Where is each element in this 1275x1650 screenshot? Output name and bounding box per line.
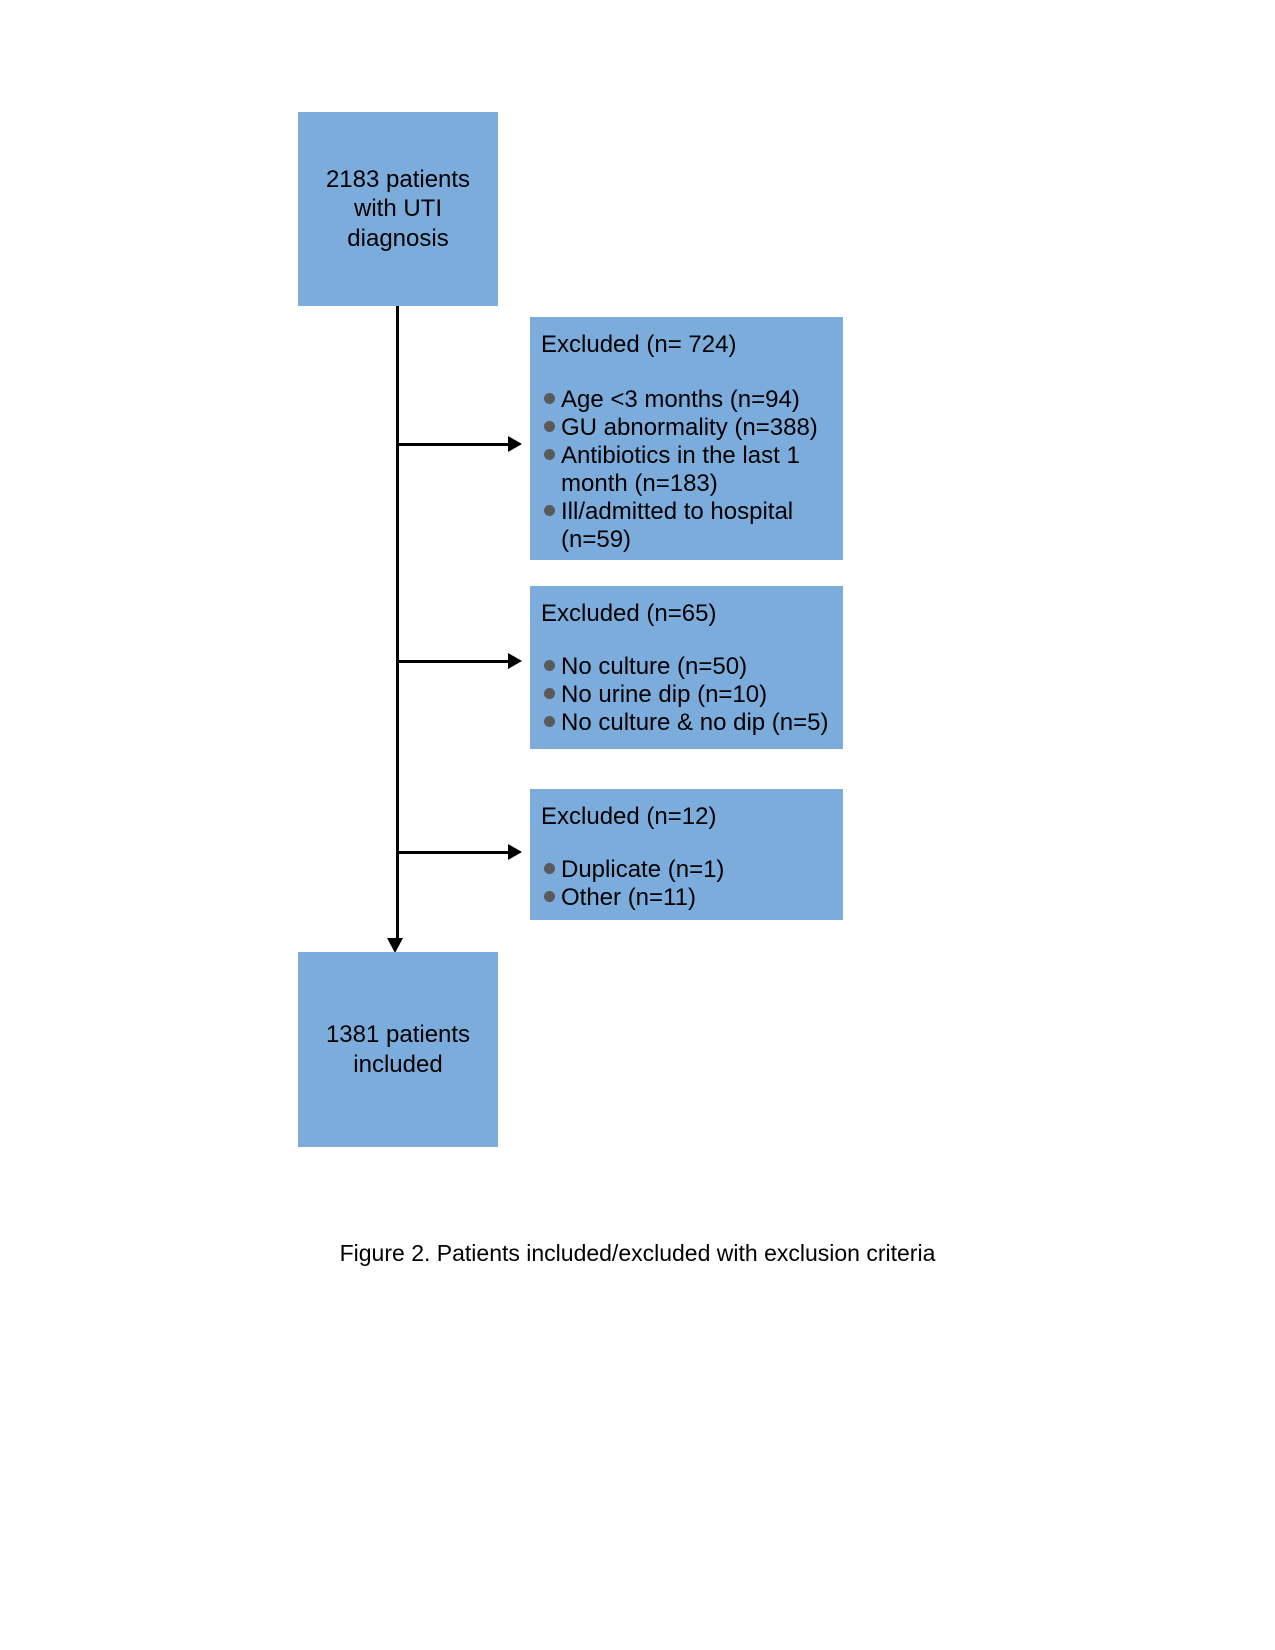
- arrowhead-right-2: [508, 653, 522, 669]
- reason-label: Ill/admitted to hospital (n=59): [561, 498, 794, 554]
- bullet-icon: [544, 687, 555, 699]
- excluded-3-title: Excluded (n=12): [541, 803, 717, 830]
- list-item: Duplicate (n=1): [543, 856, 843, 884]
- connector-branch-1: [396, 443, 511, 446]
- excluded-2-title: Excluded (n=65): [541, 600, 717, 627]
- excluded-1-title: Excluded (n= 724): [541, 331, 737, 358]
- node-included-label: 1381 patients included: [325, 1021, 471, 1078]
- excluded-1-reason-list: Age <3 months (n=94) GU abnormality (n=3…: [530, 386, 843, 554]
- list-item: Ill/admitted to hospital (n=59): [543, 498, 843, 554]
- arrowhead-right-3: [508, 844, 522, 860]
- connector-branch-2: [396, 660, 511, 663]
- figure-caption: Figure 2. Patients included/excluded wit…: [339, 1240, 936, 1266]
- bullet-icon: [544, 392, 555, 404]
- excluded-2-reason-list: No culture (n=50) No urine dip (n=10) No…: [530, 653, 843, 737]
- list-item: GU abnormality (n=388): [543, 414, 843, 442]
- list-item: Other (n=11): [543, 884, 843, 912]
- list-item: Antibiotics in the last 1 month (n=183): [543, 442, 843, 498]
- reason-label: Antibiotics in the last 1 month (n=183): [561, 441, 800, 498]
- arrowhead-right-1: [508, 436, 522, 452]
- bullet-icon: [544, 659, 555, 671]
- connector-branch-3: [396, 851, 511, 854]
- reason-label: GU abnormality (n=388): [561, 413, 818, 441]
- list-item: No culture & no dip (n=5): [543, 709, 843, 737]
- node-excluded-2: Excluded (n=65) No culture (n=50) No uri…: [530, 586, 843, 749]
- arrowhead-down-included: [387, 938, 403, 953]
- node-start-patients: 2183 patients with UTI diagnosis: [298, 112, 498, 306]
- bullet-icon: [544, 420, 555, 432]
- reason-label: Duplicate (n=1): [561, 855, 725, 883]
- reason-label: No culture & no dip (n=5): [561, 708, 829, 736]
- connector-vertical-trunk: [396, 306, 399, 946]
- list-item: No urine dip (n=10): [543, 681, 843, 709]
- reason-label: Other (n=11): [561, 883, 696, 911]
- bullet-icon: [544, 505, 555, 517]
- reason-label: Age <3 months (n=94): [561, 385, 800, 413]
- list-item: Age <3 months (n=94): [543, 386, 843, 414]
- excluded-3-reason-list: Duplicate (n=1) Other (n=11): [530, 856, 843, 912]
- bullet-icon: [544, 890, 555, 902]
- reason-label: No culture (n=50): [561, 652, 748, 680]
- node-start-label: 2183 patients with UTI diagnosis: [325, 166, 471, 252]
- bullet-icon: [544, 862, 555, 874]
- node-excluded-3: Excluded (n=12) Duplicate (n=1) Other (n…: [530, 789, 843, 920]
- node-excluded-1: Excluded (n= 724) Age <3 months (n=94) G…: [530, 317, 843, 560]
- list-item: No culture (n=50): [543, 653, 843, 681]
- node-included-patients: 1381 patients included: [298, 952, 498, 1147]
- bullet-icon: [544, 448, 555, 460]
- bullet-icon: [544, 715, 555, 727]
- reason-label: No urine dip (n=10): [561, 680, 768, 708]
